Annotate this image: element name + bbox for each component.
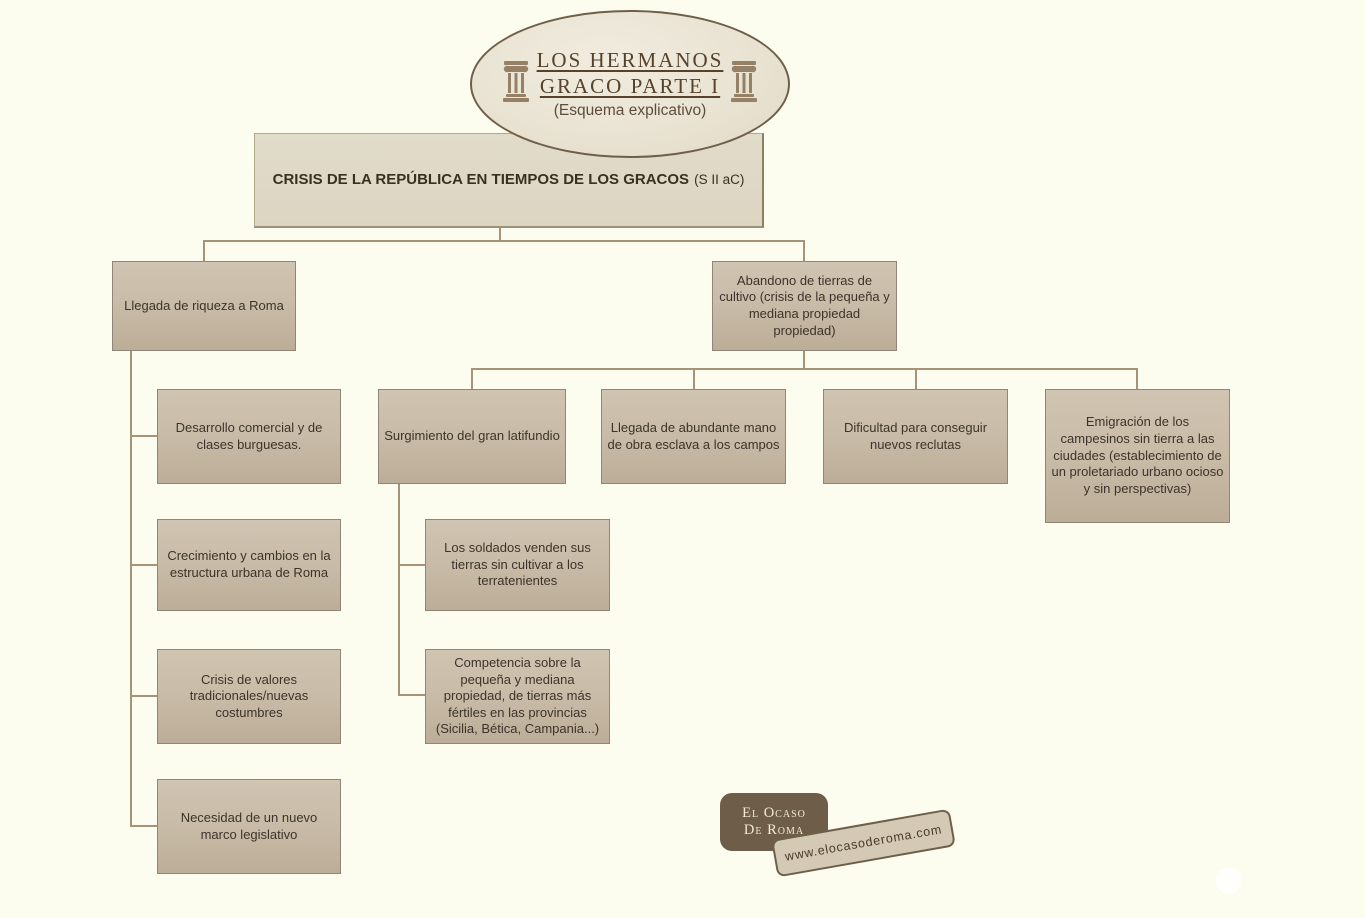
connector-line [130, 435, 157, 437]
connector-line [398, 484, 400, 696]
connector-line [803, 351, 805, 370]
connector-line [803, 240, 805, 261]
connector-line [693, 368, 695, 389]
node-abandono-tierras: Abandono de tierras de cultivo (crisis d… [712, 261, 897, 351]
node-label: Abandono de tierras de cultivo (crisis d… [719, 272, 890, 338]
node-label: Llegada de riqueza a Roma [124, 297, 284, 313]
connector-line [130, 825, 157, 827]
connector-line [130, 351, 132, 827]
node-nuevos-reclutas: Dificultad para conseguir nuevos recluta… [823, 389, 1008, 484]
root-era: (S II aC) [694, 172, 745, 187]
node-label: Llegada de abundante mano de obra esclav… [607, 419, 780, 452]
connector-line [471, 368, 1138, 370]
node-label: Emigración de los campesinos sin tierra … [1051, 414, 1224, 496]
root-title-text: CRISIS DE LA REPÚBLICA EN TIEMPOS DE LOS… [273, 171, 745, 189]
node-label: Crecimiento y cambios en la estructura u… [167, 548, 331, 580]
connector-line [130, 695, 157, 697]
node-label: Desarrollo comercial y de clases burgues… [175, 419, 323, 452]
connector-line [398, 694, 425, 696]
node-label: Dificultad para conseguir nuevos recluta… [843, 419, 988, 452]
header-banner: LOS HERMANOS GRACO PARTE I (Esquema expl… [470, 10, 790, 158]
node-marco-legislativo: Necesidad de un nuevo marco legislativo [157, 779, 341, 874]
banner-title-line1: LOS HERMANOS [536, 47, 724, 72]
roman-column-icon [501, 60, 531, 109]
node-label: Los soldados venden sus tierras sin cult… [444, 540, 591, 589]
connector-line [915, 368, 917, 389]
node-gran-latifundio: Surgimiento del gran latifundio [378, 389, 566, 484]
node-label: Necesidad de un nuevo marco legislativo [180, 809, 318, 842]
brand-name-line2: De Roma [743, 822, 805, 838]
connector-line [203, 240, 205, 261]
banner-text: LOS HERMANOS GRACO PARTE I (Esquema expl… [537, 48, 724, 120]
brand-name-line1: El Ocaso [742, 804, 806, 821]
node-crecimiento-urbano: Crecimiento y cambios en la estructura u… [157, 519, 341, 611]
node-label: Crisis de valores tradicionales/nuevas c… [189, 671, 309, 720]
root-title: CRISIS DE LA REPÚBLICA EN TIEMPOS DE LOS… [272, 171, 690, 188]
node-label: Competencia sobre la pequeña y mediana p… [435, 654, 600, 737]
node-crisis-valores: Crisis de valores tradicionales/nuevas c… [157, 649, 341, 744]
connector-line [471, 368, 473, 389]
node-soldados-venden: Los soldados venden sus tierras sin cult… [425, 519, 610, 611]
connector-line [1136, 368, 1138, 389]
banner-title-line2: GRACO PARTE I [539, 73, 721, 98]
node-label: Surgimiento del gran latifundio [384, 428, 560, 444]
node-llegada-riqueza: Llegada de riqueza a Roma [112, 261, 296, 351]
connector-line [398, 564, 425, 566]
node-emigracion-campesinos: Emigración de los campesinos sin tierra … [1045, 389, 1230, 523]
watermark-dot [1216, 867, 1241, 894]
roman-column-icon [729, 60, 759, 109]
connector-line [203, 240, 805, 242]
connector-line [499, 228, 501, 240]
node-competencia-propiedad: Competencia sobre la pequeña y mediana p… [425, 649, 610, 744]
banner-subtitle: (Esquema explicativo) [553, 102, 707, 120]
connector-line [130, 564, 157, 566]
node-desarrollo-comercial: Desarrollo comercial y de clases burgues… [157, 389, 341, 484]
node-mano-obra-esclava: Llegada de abundante mano de obra esclav… [601, 389, 786, 484]
